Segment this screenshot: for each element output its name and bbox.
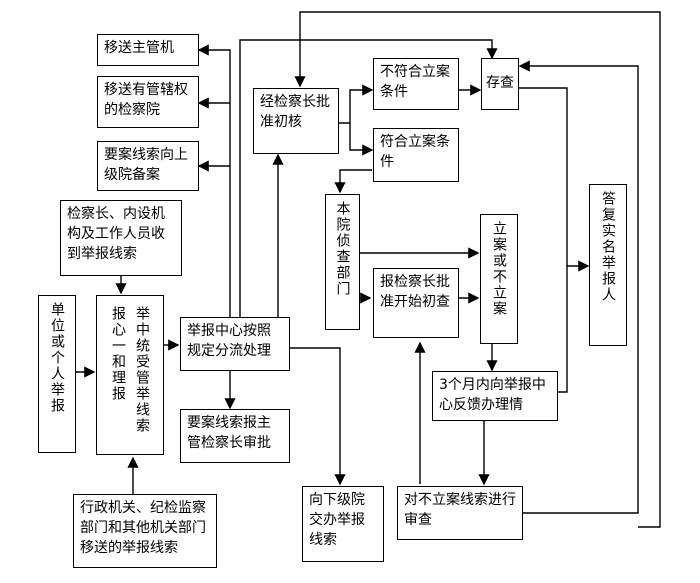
center-distribute-label: 举报中心按照规定分流处理 <box>187 323 271 359</box>
center-distribute-box: 举报中心按照规定分流处理 <box>180 317 290 371</box>
file-or-not-box: 立案或不立案 <box>480 214 518 344</box>
insider-received-box: 检察长、内设机构及工作人员收到举报线索 <box>60 200 182 276</box>
arrow-loop-to-chief-review <box>294 11 661 528</box>
review-unfiled-label: 对不立案线索进行审查 <box>404 492 516 528</box>
center-unified-col1: 举中统受管举线索 <box>134 306 150 434</box>
three-month-feedback-label: 3个月内向举报中心反馈办理情 <box>439 377 546 413</box>
unit-or-individual-box: 单位或个人举报 <box>38 295 76 453</box>
not-meet-filing-label: 不符合立案条件 <box>380 64 450 100</box>
chief-start-review-box: 报检察长批准开始初查 <box>373 268 459 338</box>
investigation-dept-label: 本院侦查部门 <box>334 201 351 297</box>
chief-start-review-label: 报检察长批准开始初查 <box>380 274 450 310</box>
meet-filing-label: 符合立案条件 <box>380 134 450 170</box>
lower-court-box: 向下级院交办举报线索 <box>302 486 384 562</box>
reply-informant-box: 答复实名举报人 <box>589 184 627 346</box>
transfer-authority-box: 移送主管机 <box>97 34 199 66</box>
three-month-feedback-box: 3个月内向举报中心反馈办理情 <box>432 371 558 421</box>
center-unified-box: 举中统受管举线索 报心一和理报 <box>96 295 164 455</box>
insider-received-label: 检察长、内设机构及工作人员收到举报线索 <box>67 206 165 262</box>
other-agencies-label: 行政机关、纪检监察部门和其他机关部门移送的举报线索 <box>80 500 206 556</box>
archive-box: 存查 <box>481 58 519 110</box>
chief-initial-review-box: 经检察长批准初核 <box>253 88 339 154</box>
archive-label: 存查 <box>486 75 514 91</box>
other-agencies-box: 行政机关、纪检监察部门和其他机关部门移送的举报线索 <box>73 494 217 568</box>
arrow-to-lower-court <box>290 347 346 486</box>
major-clue-approval-box: 要案线索报主管检察长审批 <box>180 409 290 463</box>
meet-filing-box: 符合立案条件 <box>373 128 459 182</box>
not-meet-filing-box: 不符合立案条件 <box>373 58 459 110</box>
arrow-to-not-meet <box>338 84 374 124</box>
arrow-distribute-to-archive <box>239 39 498 317</box>
review-unfiled-box: 对不立案线索进行审查 <box>397 486 523 540</box>
investigation-dept-box: 本院侦查部门 <box>325 194 360 330</box>
arrow-review-unfiled-to-archive <box>518 60 639 514</box>
lower-court-label: 向下级院交办举报线索 <box>309 492 365 548</box>
major-clue-approval-label: 要案线索报主管检察长审批 <box>187 415 271 451</box>
major-clue-filing-label: 要案线索向上级院备案 <box>104 147 188 183</box>
arrow-feedback-to-reply <box>557 260 590 393</box>
center-unified-col2: 报心一和理报 <box>110 306 126 402</box>
transfer-authority-label: 移送主管机 <box>104 40 174 56</box>
line-archive-to-reply <box>518 87 568 266</box>
chief-initial-review-label: 经检察长批准初核 <box>260 94 330 130</box>
file-or-not-label: 立案或不立案 <box>491 221 507 317</box>
transfer-procuratorate-box: 移送有管辖权的检察院 <box>97 76 199 128</box>
arrow-meet-to-investigation <box>334 169 372 194</box>
arrow-to-meet <box>349 123 374 156</box>
reply-informant-label: 答复实名举报人 <box>600 191 616 303</box>
major-clue-filing-box: 要案线索向上级院备案 <box>97 141 199 191</box>
transfer-procuratorate-label: 移送有管辖权的检察院 <box>104 82 188 118</box>
arrow-to-transfer-authority <box>197 44 231 317</box>
unit-or-individual-label: 单位或个人举报 <box>49 302 65 414</box>
